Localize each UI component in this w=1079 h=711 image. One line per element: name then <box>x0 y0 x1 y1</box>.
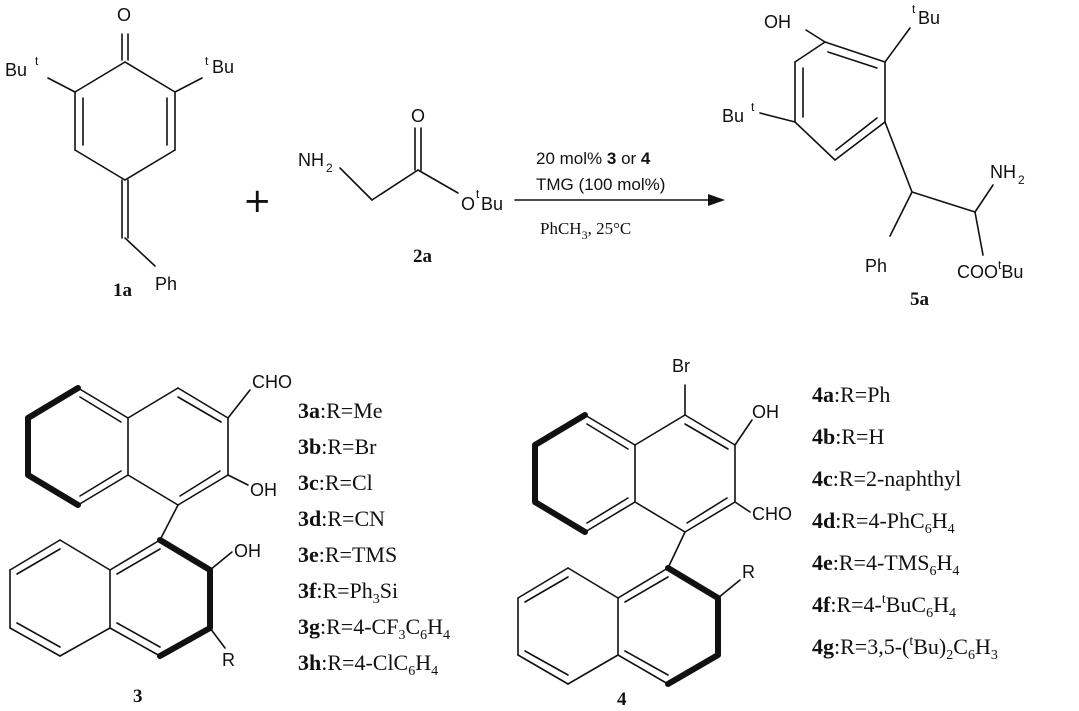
list-item: 4b:R=H <box>812 424 884 449</box>
catalyst-4-substituent-list: 4a:R=Ph 4b:R=H 4c:R=2-naphthyl 4d:R=4-Ph… <box>812 382 998 663</box>
but-left-sup: t <box>35 54 39 68</box>
list-item: 3b:R=Br <box>298 434 377 459</box>
catalyst-3-structure <box>9 385 251 659</box>
oh-4-label: OH <box>752 402 779 422</box>
coo-5a-label: COOtBu <box>957 258 1023 282</box>
list-item: 3g:R=4-CF3C6H4 <box>298 614 450 643</box>
list-item: 3d:R=CN <box>298 506 385 531</box>
list-item: 3a:R=Me <box>298 398 383 423</box>
condition-line-2: TMG (100 mol%) <box>536 175 665 194</box>
compound-5a-structure <box>759 27 994 256</box>
list-item: 3c:R=Cl <box>298 470 373 495</box>
nh2-5a-label: NH <box>990 162 1016 182</box>
oh-3-bottom-label: OH <box>234 541 261 561</box>
oh-5a-label: OH <box>764 12 791 32</box>
tbu-right-label: Bu <box>212 57 234 77</box>
tbu-2a-sup: t <box>476 187 480 201</box>
list-item: 4c:R=2-naphthyl <box>812 466 961 491</box>
plus-sign: + <box>243 181 272 221</box>
carbonyl-o-2a-label: O <box>411 106 425 126</box>
cho-3-label: CHO <box>252 372 292 392</box>
but-5a-label: Bu <box>722 106 744 126</box>
compound-2a-structure <box>339 127 459 201</box>
catalyst-3-id: 3 <box>133 686 143 707</box>
ph-5a-label: Ph <box>865 256 887 276</box>
tbu-5a-sup: t <box>912 2 916 16</box>
cho-4-label: CHO <box>752 504 792 524</box>
list-item: 3h:R=4-ClC6H4 <box>298 650 438 679</box>
list-item: 4a:R=Ph <box>812 382 890 407</box>
r-4-label: R <box>742 562 755 582</box>
ketone-oxygen-label: O <box>117 5 131 25</box>
list-item: 3f:R=Ph3Si <box>298 578 398 607</box>
catalyst-4-id: 4 <box>617 689 627 710</box>
oh-3-top-label: OH <box>250 480 277 500</box>
list-item: 4g:R=3,5-(tBu)2C6H3 <box>812 634 998 663</box>
r-3-label: R <box>222 650 235 670</box>
list-item: 4f:R=4-tBuC6H4 <box>812 592 956 621</box>
compound-5a-id: 5a <box>910 289 930 310</box>
list-item: 4e:R=4-TMS6H4 <box>812 550 959 579</box>
reaction-arrow-head <box>708 194 725 206</box>
condition-line-3: PhCH3, 25°C <box>540 219 631 242</box>
but-5a-sup: t <box>751 100 755 114</box>
tbu-right-sup: t <box>205 54 209 68</box>
catalyst-3-substituent-list: 3a:R=Me 3b:R=Br 3c:R=Cl 3d:R=CN 3e:R=TMS… <box>298 398 450 679</box>
list-item: 4d:R=4-PhC6H4 <box>812 508 955 537</box>
nh2-2a-label: NH <box>298 150 324 170</box>
compound-2a-id: 2a <box>413 246 433 267</box>
ester-o-2a-label: O <box>461 194 475 214</box>
nh2-5a-sub: 2 <box>1018 173 1025 187</box>
compound-1a-structure <box>47 33 203 267</box>
catalyst-4-structure <box>517 384 753 687</box>
nh2-2a-sub: 2 <box>326 161 333 175</box>
tbu-5a-label: Bu <box>918 8 940 28</box>
br-4-label: Br <box>672 356 690 376</box>
ph-1a-label: Ph <box>155 274 177 294</box>
compound-1a-id: 1a <box>113 280 133 301</box>
but-left-label: Bu <box>5 60 27 80</box>
tbu-2a-label: Bu <box>481 194 503 214</box>
list-item: 3e:R=TMS <box>298 542 397 567</box>
condition-line-1: 20 mol% 3 or 4 <box>536 149 651 168</box>
